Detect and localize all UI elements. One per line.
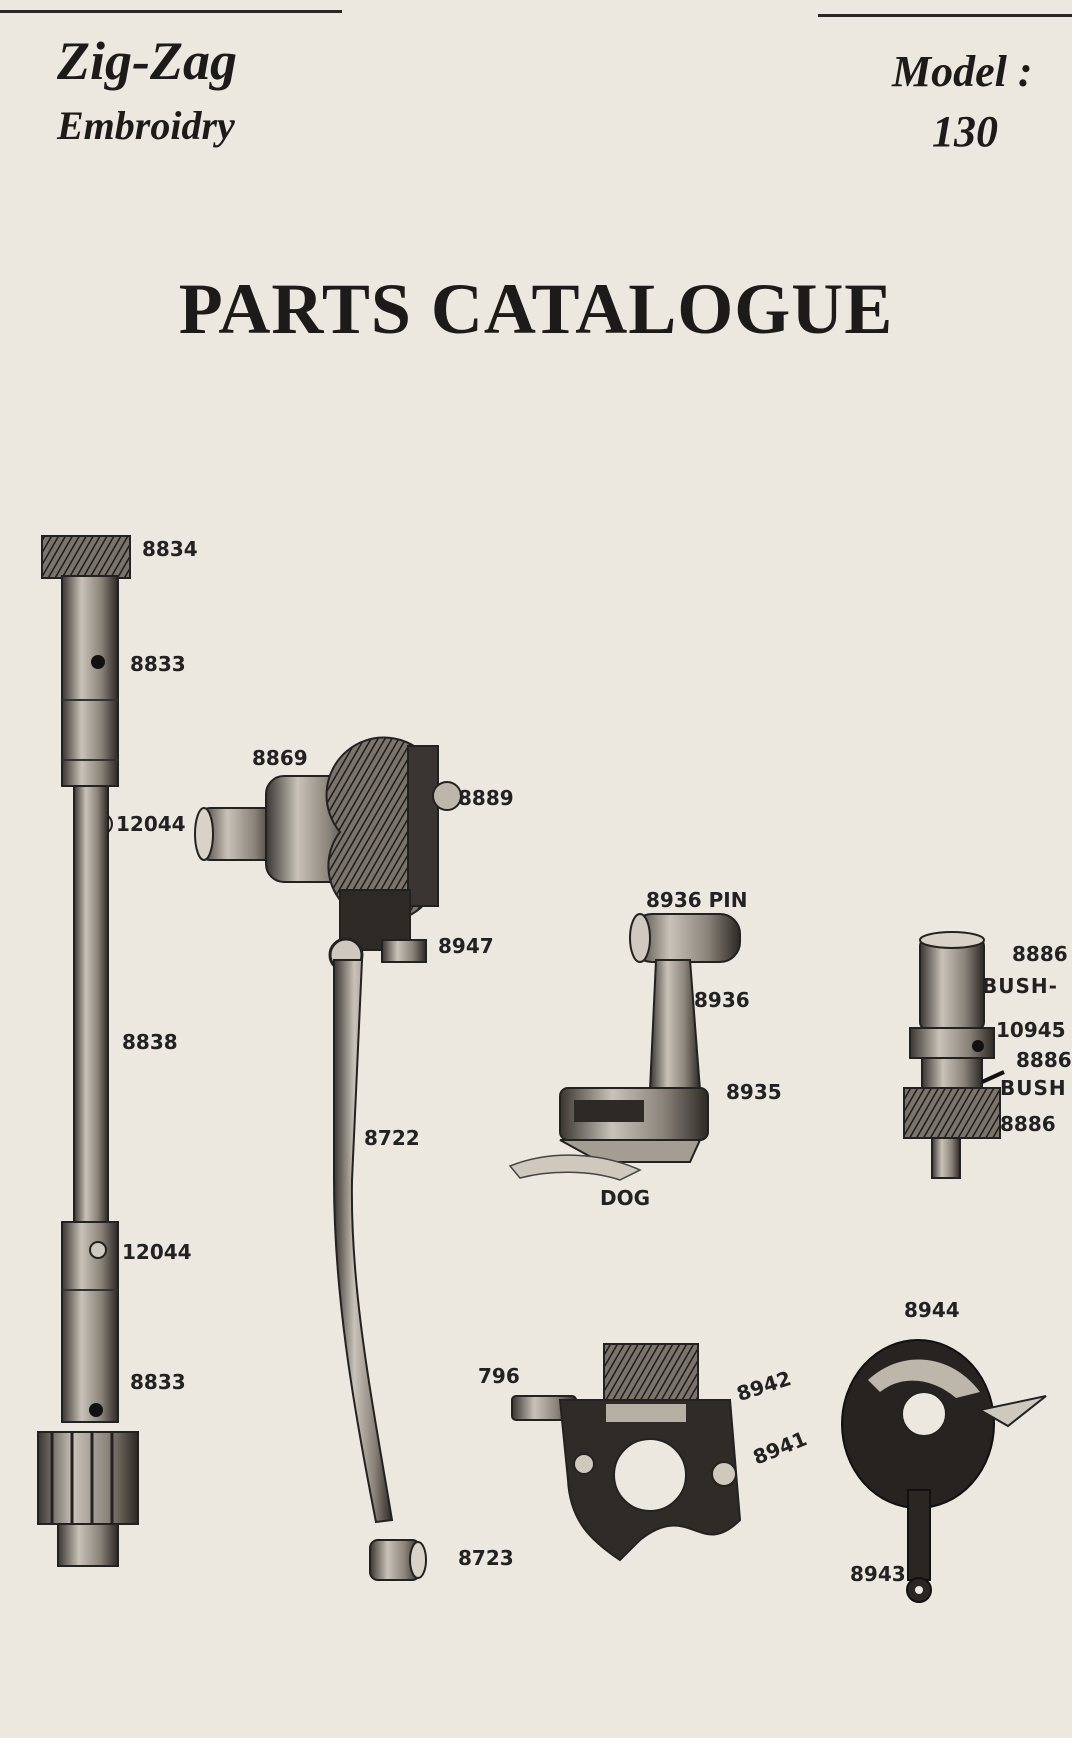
- label-8886-top: 8886: [1012, 942, 1068, 966]
- feed-dog-assembly: [508, 913, 741, 1181]
- label-12044-bottom: 12044: [122, 1240, 192, 1264]
- label-bush-bottom: BUSH: [1000, 1076, 1067, 1100]
- set-screw-hole: [91, 655, 105, 669]
- gear-8942: [603, 1343, 699, 1401]
- label-dog: DOG: [600, 1186, 651, 1210]
- bush-8886: [919, 937, 985, 1031]
- label-8834: 8834: [142, 537, 198, 561]
- label-8886-bottom: 8886: [1000, 1112, 1056, 1136]
- hook-bracket-assembly: [511, 1343, 742, 1562]
- label-8943: 8943: [850, 1562, 906, 1586]
- label-8722: 8722: [364, 1126, 420, 1150]
- collar-8833-top: [61, 575, 119, 787]
- crank-rod-assembly: [194, 736, 462, 1581]
- label-8936: 8936: [694, 988, 750, 1012]
- top-rule-left: [0, 10, 342, 13]
- label-796: 796: [478, 1364, 520, 1388]
- header-embroidry: Embroidry: [57, 103, 235, 148]
- label-8869: 8869: [252, 746, 308, 770]
- label-bush-top: BUSH-: [982, 974, 1058, 998]
- shaft-8838: [73, 785, 109, 1227]
- latch-8943: [907, 1489, 931, 1581]
- top-rule-right: [818, 14, 1072, 17]
- header-zigzag: Zig-Zag: [57, 31, 237, 91]
- screw-10945: [972, 1040, 984, 1052]
- left-shaft-assembly: [37, 535, 139, 1567]
- label-8936-pin: 8936 PIN: [646, 888, 748, 912]
- label-10945: 10945: [996, 1018, 1066, 1042]
- gear-8886: [903, 1087, 1001, 1139]
- bushing-assembly: [903, 931, 1005, 1179]
- label-8889: 8889: [458, 786, 514, 810]
- screw-12044-bottom: [89, 1241, 107, 1259]
- label-8838: 8838: [122, 1030, 178, 1054]
- header-model-label: Model :: [892, 47, 1033, 96]
- connecting-rod-8722: [333, 959, 394, 1524]
- label-12044-top: 12044: [116, 812, 186, 836]
- collar-8833-bottom: [61, 1221, 119, 1423]
- label-8947: 8947: [438, 934, 494, 958]
- label-8723: 8723: [458, 1546, 514, 1570]
- page-title: PARTS CATALOGUE: [178, 269, 894, 349]
- header-model-number: 130: [932, 107, 998, 156]
- label-8833-top: 8833: [130, 652, 186, 676]
- stud-8947: [381, 939, 427, 963]
- bobbin-case: [841, 1339, 1047, 1603]
- label-8944: 8944: [904, 1298, 960, 1322]
- arm-8936: [648, 959, 702, 1091]
- label-8886-middle: 8886: [1016, 1048, 1072, 1072]
- bottom-gear: [37, 1431, 139, 1525]
- label-8935: 8935: [726, 1080, 782, 1104]
- gear-8834: [41, 535, 131, 579]
- label-8833-bottom: 8833: [130, 1370, 186, 1394]
- screw-8941: [711, 1461, 737, 1487]
- feed-dog: [508, 1154, 642, 1181]
- screw-8889: [432, 781, 462, 811]
